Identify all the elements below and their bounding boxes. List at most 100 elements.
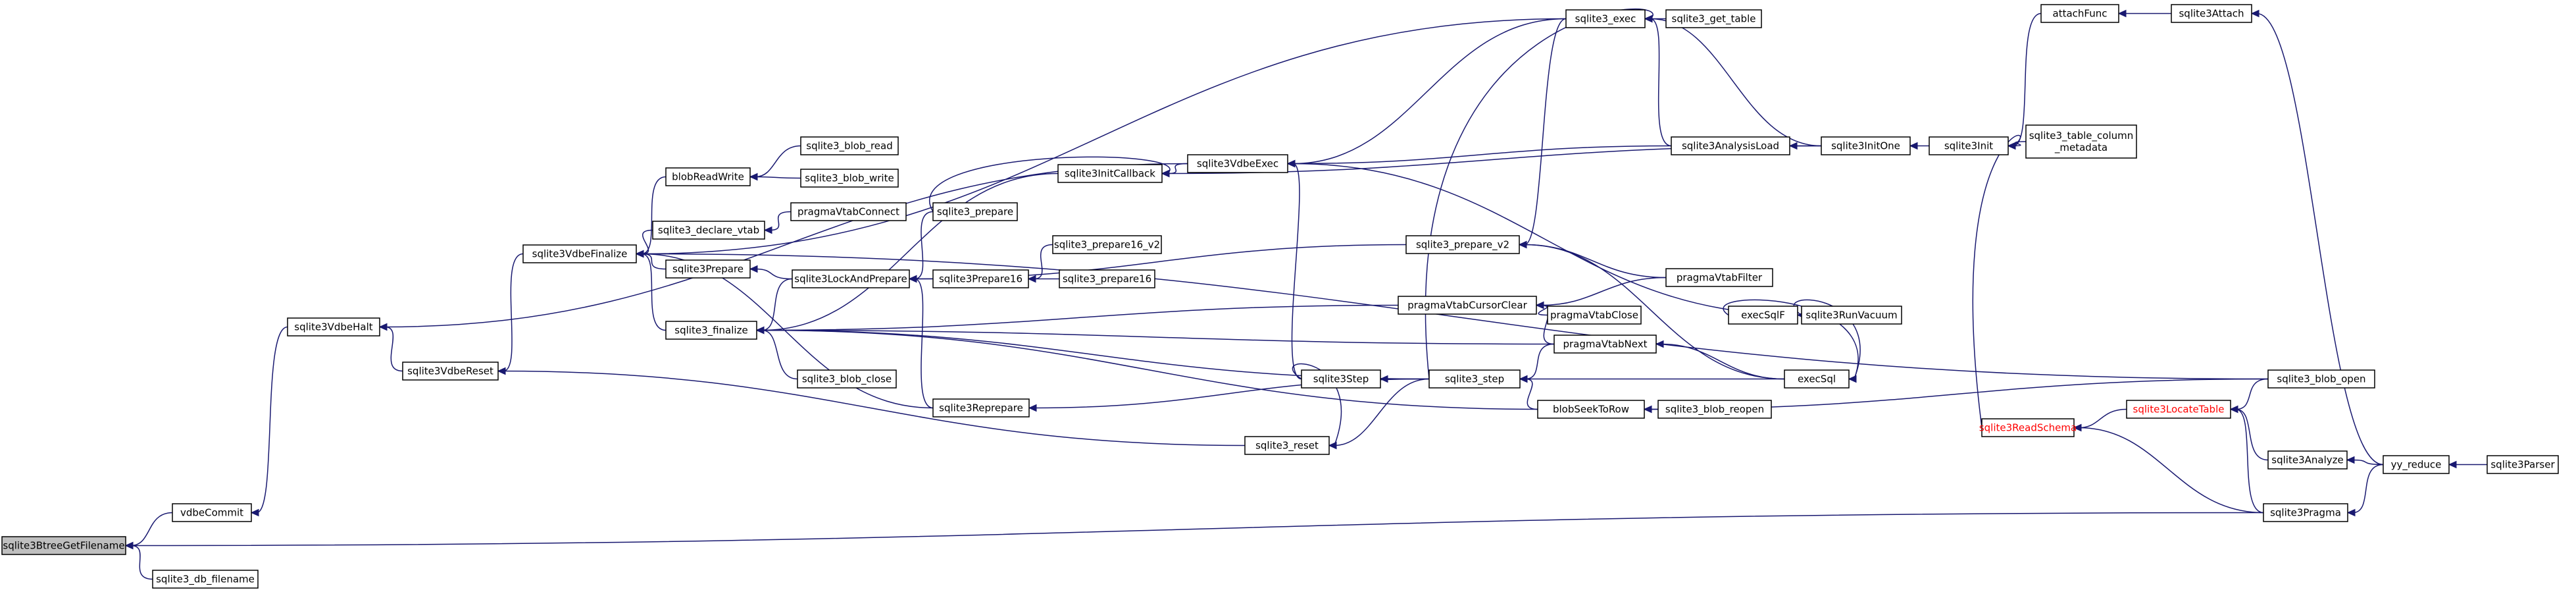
node-box[interactable] [1301, 369, 1381, 389]
node-box[interactable] [665, 321, 757, 340]
node-vdbecommit[interactable]: vdbeCommit [172, 503, 252, 522]
node-pragmavtabconnect[interactable]: pragmaVtabConnect [790, 202, 907, 221]
node-sqlite3-db-filename[interactable]: sqlite3_db_filename [152, 570, 259, 589]
node-sqlite3vdbeexec[interactable]: sqlite3VdbeExec [1187, 154, 1288, 173]
node-execsql[interactable]: execSql [1784, 369, 1850, 389]
node-box[interactable] [932, 269, 1029, 288]
node-sqlite3-table-column-metadata[interactable]: sqlite3_table_column_metadata [2025, 124, 2137, 159]
node-sqlite3-blob-open[interactable]: sqlite3_blob_open [2267, 369, 2375, 389]
node-box[interactable] [652, 221, 765, 240]
node-sqlite3-step[interactable]: sqlite3_step [1428, 369, 1521, 389]
node-sqlite3-prepare-v2[interactable]: sqlite3_prepare_v2 [1405, 235, 1520, 254]
node-box[interactable] [1565, 9, 1646, 28]
node-box[interactable] [1244, 436, 1330, 455]
node-box[interactable] [287, 317, 380, 336]
node-sqlite3-reset[interactable]: sqlite3_reset [1244, 436, 1330, 455]
node-box[interactable] [800, 136, 899, 155]
node-box[interactable] [402, 362, 499, 381]
node-box[interactable] [2040, 4, 2119, 23]
node-sqlite3initcallback[interactable]: sqlite3InitCallback [1057, 164, 1163, 183]
node-sqlite3-blob-close[interactable]: sqlite3_blob_close [797, 369, 897, 389]
node-sqlite3init[interactable]: sqlite3Init [1929, 136, 2009, 155]
node-sqlite3-blob-reopen[interactable]: sqlite3_blob_reopen [1657, 400, 1772, 419]
node-sqlite3attach[interactable]: sqlite3Attach [2171, 4, 2252, 23]
node-box[interactable] [800, 169, 899, 188]
node-box[interactable] [1537, 400, 1645, 419]
node-box[interactable] [1428, 369, 1521, 389]
node-sqlite3vdbehalt[interactable]: sqlite3VdbeHalt [287, 317, 380, 336]
node-box[interactable] [2025, 124, 2137, 159]
node-box[interactable] [172, 503, 252, 522]
node-sqlite3-prepare16-v2[interactable]: sqlite3_prepare16_v2 [1052, 235, 1162, 254]
node-box[interactable] [792, 269, 910, 288]
node-sqlite3vdbereset[interactable]: sqlite3VdbeReset [402, 362, 499, 381]
node-sqlite3prepare[interactable]: sqlite3Prepare [665, 259, 751, 279]
node-sqlite3parser[interactable]: sqlite3Parser [2487, 455, 2559, 474]
node-box[interactable] [665, 167, 751, 186]
node-box[interactable] [2267, 450, 2348, 470]
node-sqlite3-prepare[interactable]: sqlite3_prepare [932, 202, 1018, 221]
node-blobreadwrite[interactable]: blobReadWrite [665, 167, 751, 186]
node-sqlite3analyze[interactable]: sqlite3Analyze [2267, 450, 2348, 470]
node-box[interactable] [1398, 296, 1537, 315]
node-sqlite3pragma[interactable]: sqlite3Pragma [2263, 503, 2348, 522]
node-box[interactable] [1784, 369, 1850, 389]
node-sqlite3reprepare[interactable]: sqlite3Reprepare [932, 398, 1030, 417]
node-box[interactable] [790, 202, 907, 221]
node-box[interactable] [1553, 335, 1657, 354]
node-box[interactable] [1801, 306, 1902, 325]
node-box[interactable] [797, 369, 897, 389]
node-box[interactable] [1405, 235, 1520, 254]
node-sqlite3initone[interactable]: sqlite3InitOne [1821, 136, 1911, 155]
node-sqlite3-blob-read[interactable]: sqlite3_blob_read [800, 136, 899, 155]
node-sqlite3vdbefinalize[interactable]: sqlite3VdbeFinalize [522, 244, 637, 263]
node-sqlite3-exec[interactable]: sqlite3_exec [1565, 9, 1646, 28]
node-box[interactable] [2267, 369, 2375, 389]
node-box[interactable] [1821, 136, 1911, 155]
node-yy-reduce[interactable]: yy_reduce [2383, 455, 2450, 474]
node-sqlite3prepare16[interactable]: sqlite3Prepare16 [932, 269, 1029, 288]
node-box[interactable] [1059, 269, 1155, 288]
node-sqlite3-declare-vtab[interactable]: sqlite3_declare_vtab [652, 221, 765, 240]
node-box[interactable] [2487, 455, 2559, 474]
node-box[interactable] [1981, 418, 2075, 437]
node-box[interactable] [2126, 400, 2231, 419]
node-box[interactable] [1665, 9, 1762, 28]
node-box[interactable] [522, 244, 637, 263]
node-box[interactable] [2383, 455, 2450, 474]
node-box[interactable] [1187, 154, 1288, 173]
node-sqlite3locatetable[interactable]: sqlite3LocateTable [2126, 400, 2231, 419]
node-pragmavtabclose[interactable]: pragmaVtabClose [1547, 306, 1642, 325]
node-box[interactable] [152, 570, 259, 589]
node-sqlite3readschema[interactable]: sqlite3ReadSchema [1979, 418, 2077, 437]
node-sqlite3-prepare16[interactable]: sqlite3_prepare16 [1059, 269, 1155, 288]
node-box[interactable] [1929, 136, 2009, 155]
node-box[interactable] [1057, 164, 1163, 183]
node-execsqlf[interactable]: execSqlF [1728, 306, 1798, 325]
node-box[interactable] [2263, 503, 2348, 522]
node-box[interactable] [1052, 235, 1162, 254]
node-sqlite3-blob-write[interactable]: sqlite3_blob_write [800, 169, 899, 188]
node-sqlite3analysisload[interactable]: sqlite3AnalysisLoad [1671, 136, 1790, 155]
node-box[interactable] [1547, 306, 1642, 325]
node-box[interactable] [1, 536, 126, 555]
node-pragmavtabnext[interactable]: pragmaVtabNext [1553, 335, 1657, 354]
node-sqlite3lockandprepare[interactable]: sqlite3LockAndPrepare [792, 269, 910, 288]
node-box[interactable] [665, 259, 751, 279]
node-box[interactable] [2171, 4, 2252, 23]
node-blobseektorow[interactable]: blobSeekToRow [1537, 400, 1645, 419]
node-box[interactable] [1671, 136, 1790, 155]
node-attachfunc[interactable]: attachFunc [2040, 4, 2119, 23]
node-box[interactable] [1657, 400, 1772, 419]
node-box[interactable] [1728, 306, 1798, 325]
node-sqlite3btreegetfilename[interactable]: sqlite3BtreeGetFilename [1, 536, 126, 555]
node-pragmavtabcursorclear[interactable]: pragmaVtabCursorClear [1398, 296, 1537, 315]
node-box[interactable] [1665, 268, 1773, 287]
node-sqlite3-get-table[interactable]: sqlite3_get_table [1665, 9, 1762, 28]
node-sqlite3runvacuum[interactable]: sqlite3RunVacuum [1801, 306, 1902, 325]
node-sqlite3step[interactable]: sqlite3Step [1301, 369, 1381, 389]
node-sqlite3-finalize[interactable]: sqlite3_finalize [665, 321, 757, 340]
node-box[interactable] [932, 202, 1018, 221]
node-box[interactable] [932, 398, 1030, 417]
node-pragmavtabfilter[interactable]: pragmaVtabFilter [1665, 268, 1773, 287]
